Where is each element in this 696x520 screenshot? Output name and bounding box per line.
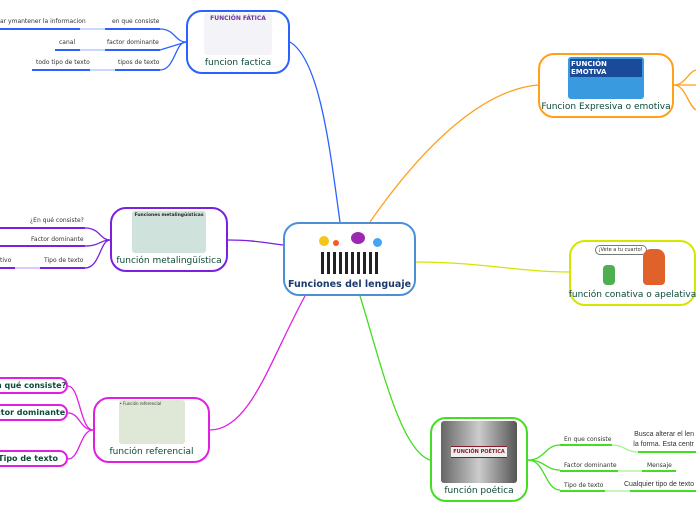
referencial-comic-image: • Función referencial: [118, 400, 185, 444]
leaf-label: Tipo de texto: [0, 454, 58, 463]
mother-child-image: ¡Vete a tu cuarto!: [594, 245, 671, 287]
node-funcion-conativa[interactable]: ¡Vete a tu cuarto! función conativa o ap…: [569, 240, 696, 306]
central-topic[interactable]: Funciones del lenguaje: [283, 222, 416, 296]
funcion-emotiva-image: FUNCIÓN EMOTIVA: [568, 57, 644, 99]
funcion-poetica-image: FUNCIÓN POÉTICA: [441, 421, 517, 483]
image-caption: ¡Vete a tu cuarto!: [594, 245, 647, 255]
node-title: función referencial: [109, 447, 194, 457]
leaf-value[interactable]: Mensaje: [647, 462, 672, 469]
central-topic-title: Funciones del lenguaje: [287, 279, 412, 290]
node-funcion-factica[interactable]: FUNCIÓN FÁTICA funcion factica: [186, 10, 290, 74]
leaf-value[interactable]: Cualquier tipo de texto: [623, 481, 694, 488]
leaf-value[interactable]: tivo: [0, 257, 12, 264]
leaf-label[interactable]: tipos de texto: [118, 59, 160, 66]
funcion-fatica-image: FUNCIÓN FÁTICA: [204, 13, 272, 55]
node-title: función metalingüística: [116, 256, 222, 266]
node-funcion-referencial[interactable]: • Función referencial función referencia…: [93, 397, 210, 463]
leaf-label[interactable]: factor dominante: [107, 39, 159, 46]
leaf-pill[interactable]: ctor dominante: [0, 404, 68, 421]
node-funcion-poetica[interactable]: FUNCIÓN POÉTICA función poética: [430, 417, 528, 502]
people-speech-bubbles-image: [315, 232, 385, 276]
leaf-label[interactable]: en que consiste: [112, 18, 160, 25]
image-caption: FUNCIÓN EMOTIVA: [570, 59, 642, 77]
leaf-pill[interactable]: Tipo de texto: [0, 450, 68, 467]
leaf-label[interactable]: ¿En qué consiste?: [30, 217, 84, 224]
node-title: Funcion Expresiva o emotiva: [541, 102, 671, 112]
leaf-value[interactable]: la forma. Esta centr: [633, 441, 694, 448]
node-funcion-emotiva[interactable]: FUNCIÓN EMOTIVA Funcion Expresiva o emot…: [538, 53, 674, 118]
node-title: función poética: [444, 486, 514, 496]
leaf-label: ctor dominante: [0, 408, 66, 417]
image-caption: FUNCIÓN POÉTICA: [451, 446, 507, 458]
leaf-label[interactable]: En que consiste: [564, 436, 612, 443]
node-funcion-metalinguistica[interactable]: Funciones metalingüísticas función metal…: [110, 207, 228, 272]
leaf-label[interactable]: Factor dominante: [564, 462, 617, 469]
leaf-label[interactable]: Tipo de texto: [564, 482, 604, 489]
leaf-value[interactable]: Busca alterar el len: [634, 431, 694, 438]
node-title: función conativa o apelativa: [568, 290, 696, 300]
leaf-value[interactable]: canal: [59, 39, 76, 46]
leaf-value[interactable]: ar ymantener la informacion: [0, 18, 86, 25]
leaf-value[interactable]: todo tipo de texto: [36, 59, 90, 66]
node-title: funcion factica: [204, 58, 272, 68]
metalinguistica-image: Funciones metalingüísticas: [132, 211, 206, 253]
leaf-label[interactable]: Factor dominante: [31, 236, 84, 243]
leaf-pill[interactable]: n qué consiste?: [0, 377, 68, 394]
leaf-label[interactable]: Tipo de texto: [44, 257, 84, 264]
leaf-label: n qué consiste?: [0, 381, 67, 390]
